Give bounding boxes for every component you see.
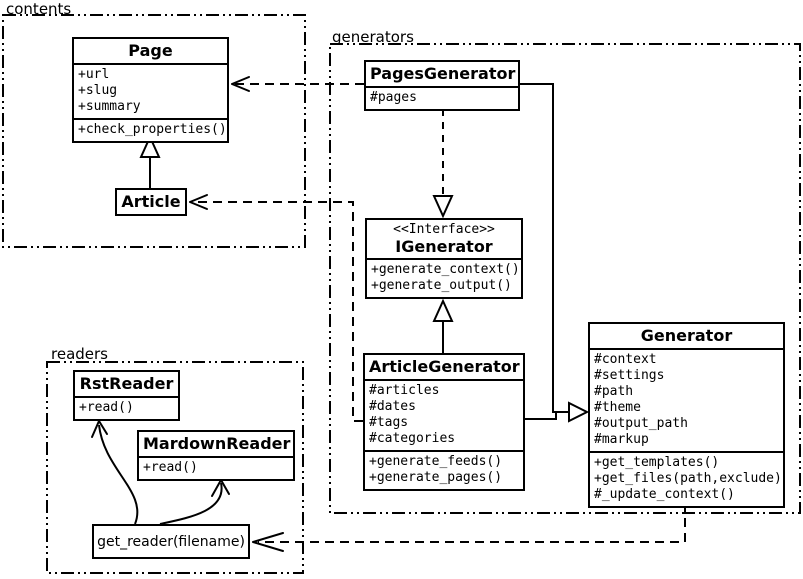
- attribute: #markup: [594, 432, 649, 447]
- package-label-contents: contents: [6, 0, 72, 18]
- attribute: +url: [78, 67, 110, 82]
- method: +get_files(path,exclude): [594, 471, 782, 486]
- attribute: #path: [594, 384, 634, 399]
- class-igenerator-title: <<Interface>> IGenerator: [367, 220, 521, 260]
- package-contents-border: [2, 14, 306, 248]
- method: +generate_feeds(): [369, 454, 503, 469]
- package-readers-border: [46, 361, 304, 574]
- class-page-title: Page: [74, 39, 227, 65]
- class-articlegenerator-title: ArticleGenerator: [365, 355, 523, 381]
- edge-generator-uses-getreader: [252, 503, 686, 552]
- class-igenerator-name: IGenerator: [395, 237, 493, 256]
- class-markdownreader-methods: +read(): [139, 458, 293, 479]
- attribute: #dates: [369, 399, 416, 414]
- class-generator-title: Generator: [590, 324, 783, 350]
- package-label-generators: generators: [332, 28, 414, 46]
- edge-articlegenerator-extends-igenerator: [432, 298, 454, 353]
- attribute: +summary: [78, 99, 141, 114]
- class-rstreader: RstReader +read(): [73, 370, 180, 421]
- edge-getreader-to-markdownreader: [159, 479, 230, 525]
- package-label-readers: readers: [51, 345, 108, 363]
- class-article-title: Article: [121, 192, 181, 211]
- class-page-attributes: +url +slug +summary: [74, 65, 227, 118]
- class-igenerator: <<Interface>> IGenerator +generate_conte…: [365, 218, 523, 299]
- class-generator-methods: +get_templates() +get_files(path,exclude…: [590, 451, 783, 506]
- class-pagesgenerator: PagesGenerator #pages: [364, 60, 520, 111]
- method: +generate_context(): [371, 262, 520, 277]
- class-igenerator-stereotype: <<Interface>>: [393, 222, 495, 237]
- class-igenerator-methods: +generate_context() +generate_output(): [367, 260, 521, 297]
- class-generator-attributes: #context #settings #path #theme #output_…: [590, 350, 783, 451]
- edge-articlegenerator-uses-article: [189, 194, 363, 422]
- class-page-methods: +check_properties(): [74, 118, 227, 141]
- method: #_update_context(): [594, 487, 735, 502]
- class-generator: Generator #context #settings #path #them…: [588, 322, 785, 508]
- function-get-reader-label: get_reader(filename): [97, 533, 245, 550]
- attribute: #theme: [594, 400, 641, 415]
- method: +generate_pages(): [369, 470, 503, 485]
- attribute: #settings: [594, 368, 665, 383]
- class-article: Article: [115, 188, 187, 216]
- attribute: +slug: [78, 83, 118, 98]
- class-articlegenerator-attributes: #articles #dates #tags #categories: [365, 381, 523, 450]
- class-articlegenerator-methods: +generate_feeds() +generate_pages(): [365, 450, 523, 489]
- edge-pagesgenerator-implements-igenerator: [432, 109, 454, 219]
- method: +check_properties(): [78, 122, 227, 137]
- class-page: Page +url +slug +summary +check_properti…: [72, 37, 229, 143]
- edge-generators-extend-generator: [519, 83, 590, 423]
- class-articlegenerator: ArticleGenerator #articles #dates #tags …: [363, 353, 525, 491]
- class-markdownreader-title: MardownReader: [139, 432, 293, 458]
- edge-getreader-to-rstreader: [91, 420, 139, 525]
- attribute: #tags: [369, 415, 409, 430]
- class-markdownreader: MardownReader +read(): [137, 430, 295, 481]
- method: +get_templates(): [594, 455, 720, 470]
- method: +generate_output(): [371, 278, 512, 293]
- class-pagesgenerator-attributes: #pages: [366, 88, 518, 109]
- attribute: #output_path: [594, 416, 688, 431]
- method: +read(): [79, 400, 134, 415]
- package-generators-border: [329, 43, 801, 514]
- attribute: #categories: [369, 431, 456, 446]
- class-rstreader-title: RstReader: [75, 372, 178, 398]
- edge-article-extends-page: [139, 134, 161, 188]
- function-get-reader: get_reader(filename): [92, 524, 250, 559]
- method: +read(): [143, 460, 198, 475]
- attribute: #articles: [369, 383, 440, 398]
- edge-pagesgenerator-uses-page: [231, 76, 364, 92]
- class-pagesgenerator-title: PagesGenerator: [366, 62, 518, 88]
- attribute: #pages: [370, 90, 417, 105]
- attribute: #context: [594, 352, 657, 367]
- class-rstreader-methods: +read(): [75, 398, 178, 419]
